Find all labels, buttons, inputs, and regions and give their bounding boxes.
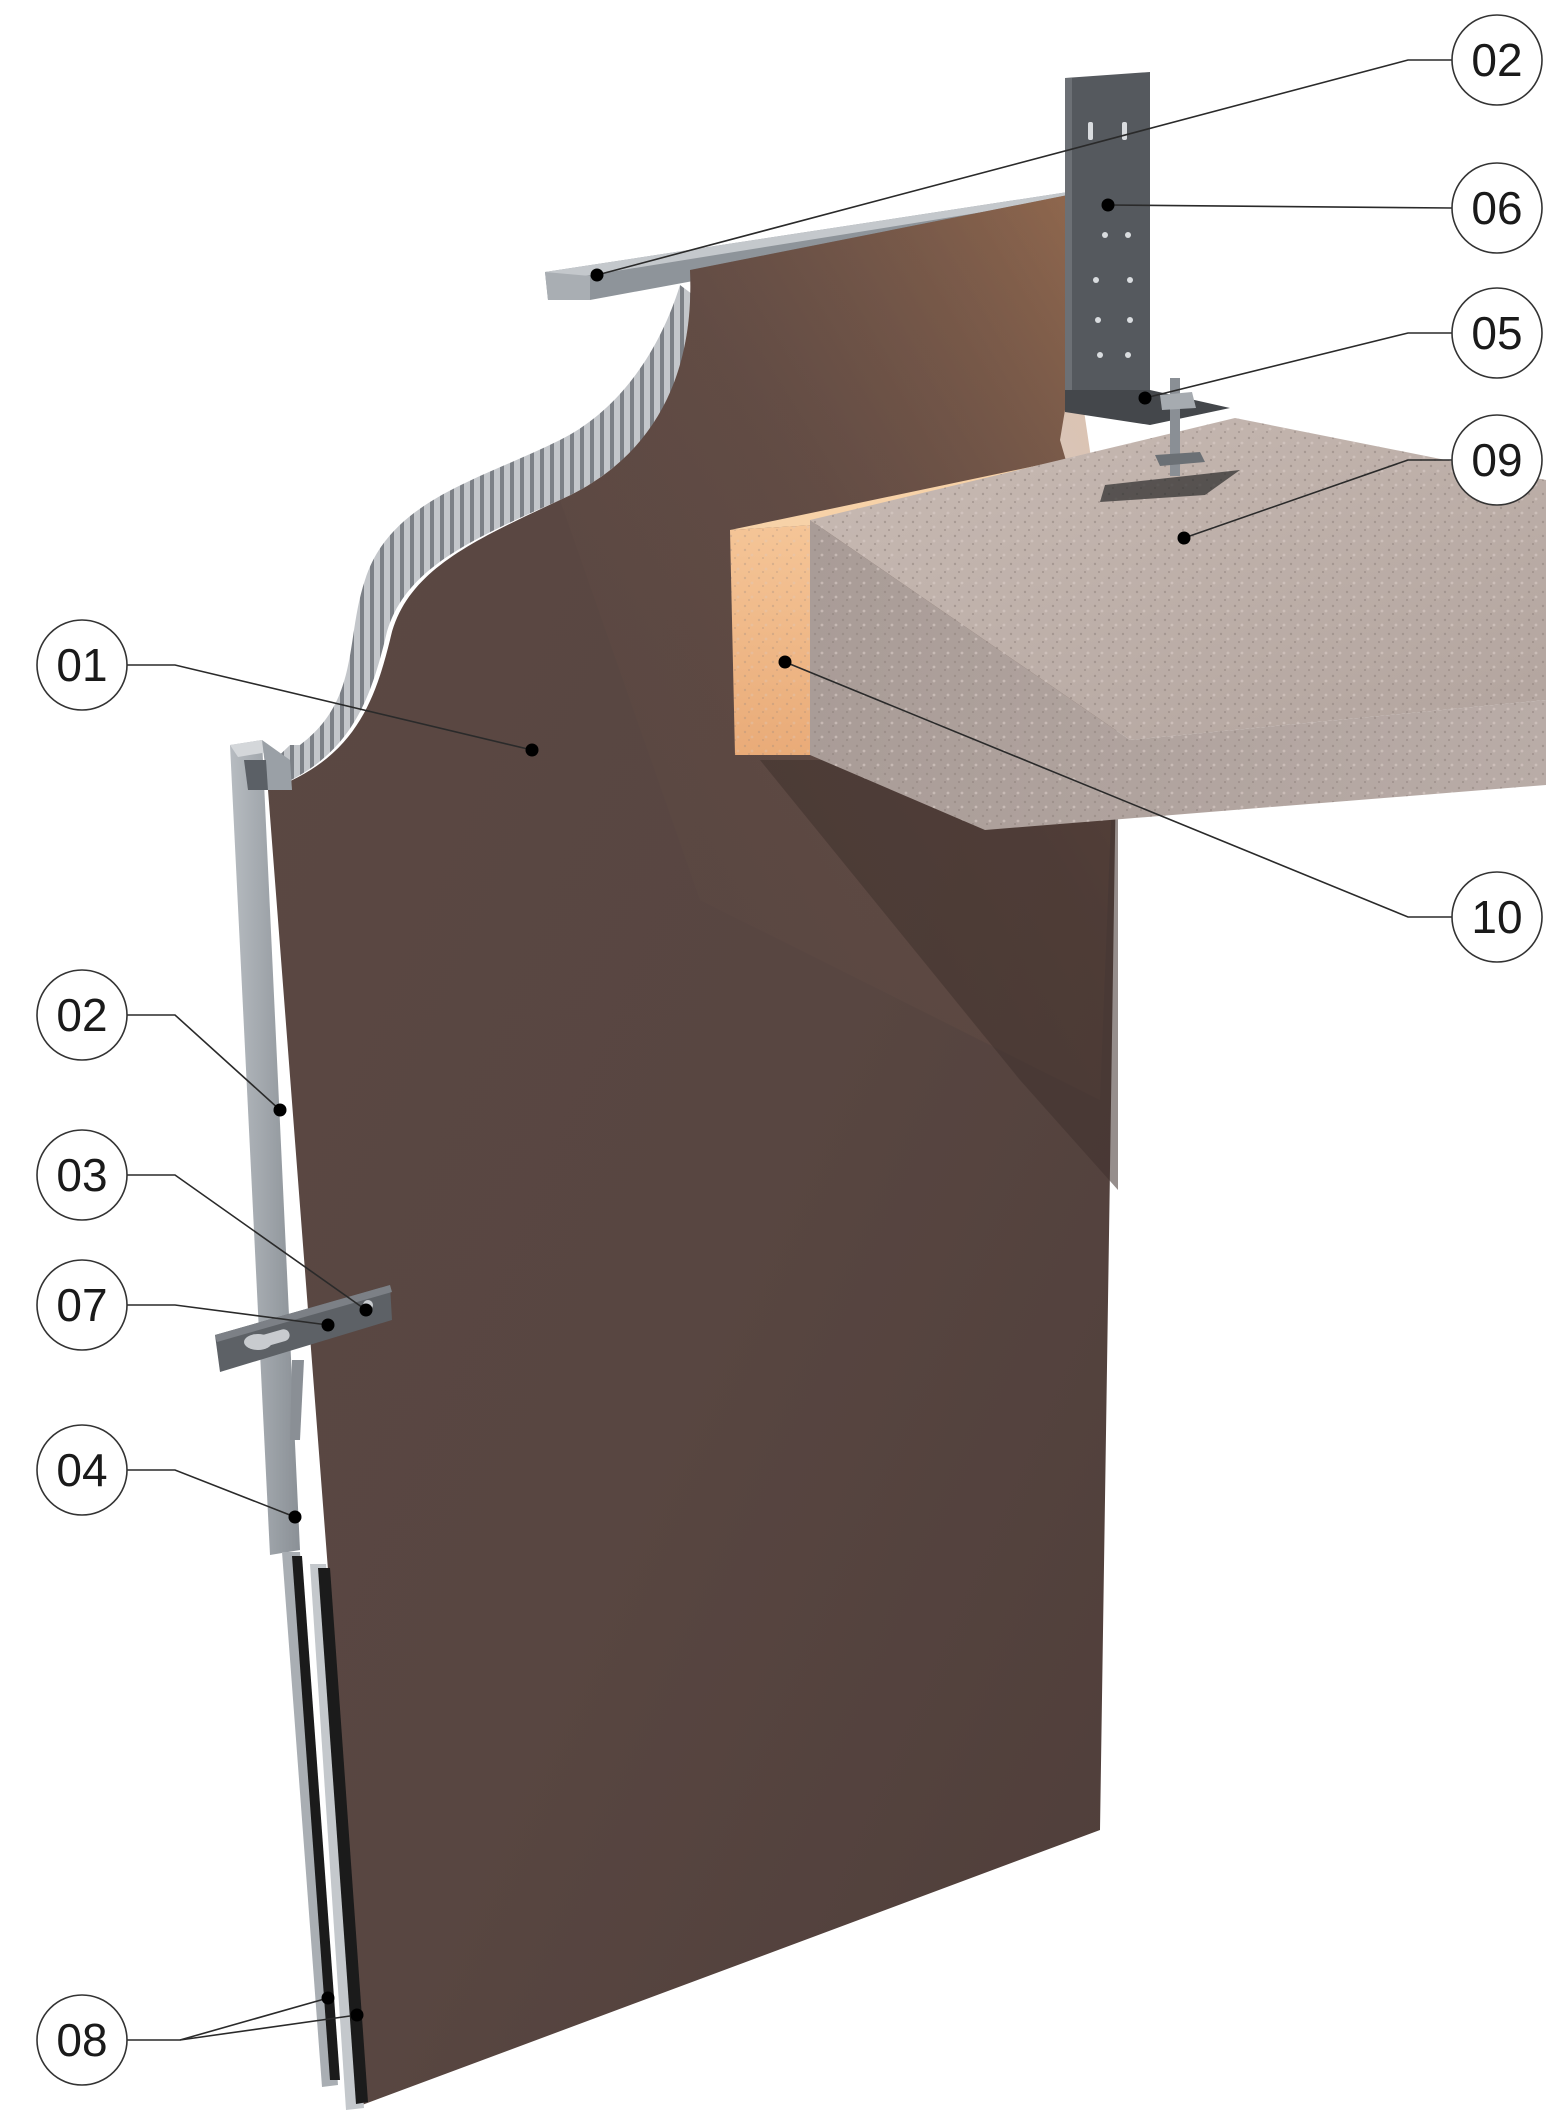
honeycomb-core-edge	[262, 285, 700, 790]
callout-target-dot	[321, 1991, 335, 2005]
callout-label: 03	[56, 1149, 107, 1201]
callout-target-dot	[350, 2008, 364, 2022]
callout-target-dot	[778, 655, 792, 669]
callout-leader-line	[127, 1014, 281, 1111]
callout-circle	[36, 1129, 128, 1221]
callout-circle	[1451, 162, 1543, 254]
callout-target-dot	[359, 1303, 373, 1317]
callout-layer: 02 06 05 09 01 10 02 03 07 04 08	[36, 14, 1543, 2086]
structure-illustration	[215, 72, 1546, 2110]
callout-leader-line	[1183, 459, 1452, 539]
callout-target-dot	[288, 1510, 302, 1524]
callout-label: 08	[56, 2014, 107, 2066]
callout-leader-line	[127, 1304, 329, 1326]
callout-circle	[1451, 414, 1543, 506]
callout-09: 09	[1177, 414, 1543, 545]
panel-cast-shadow	[760, 760, 1118, 1190]
callout-leader-line	[1107, 204, 1453, 209]
callout-label: 02	[1471, 34, 1522, 86]
callout-label: 09	[1471, 434, 1522, 486]
callout-label: 02	[56, 989, 107, 1041]
callout-target-dot	[321, 1318, 335, 1332]
callout-01: 01	[36, 619, 539, 757]
callout-circle	[1451, 14, 1543, 106]
callout-label: 06	[1471, 182, 1522, 234]
callout-circle	[36, 619, 128, 711]
callout-target-dot	[1138, 391, 1152, 405]
callout-label: 07	[56, 1279, 107, 1331]
callout-label: 01	[56, 639, 107, 691]
callout-circle	[36, 969, 128, 1061]
callout-target-dot	[273, 1103, 287, 1117]
callout-leader-line	[127, 664, 533, 751]
callout-label: 05	[1471, 307, 1522, 359]
masonry-block	[810, 418, 1546, 830]
callout-03: 03	[36, 1129, 373, 1317]
callout-circle	[36, 1259, 128, 1351]
fixing-clip	[215, 1285, 392, 1440]
callout-target-dot	[1177, 531, 1191, 545]
callout-10: 10	[778, 655, 1543, 963]
callout-circle	[36, 1994, 128, 2086]
callout-leader-line	[179, 2014, 358, 2041]
wall-bracket	[1065, 72, 1230, 476]
callout-06: 06	[1101, 162, 1543, 254]
callout-target-dot	[590, 268, 604, 282]
callout-leader-line	[784, 661, 1452, 918]
callout-leader-line	[127, 1469, 296, 1518]
top-horizontal-profile	[545, 192, 1070, 300]
callout-02-left: 02	[36, 969, 287, 1117]
callout-target-dot	[1101, 198, 1115, 212]
callout-leader-line	[596, 59, 1452, 276]
callout-circle	[36, 1424, 128, 1516]
callout-circle	[1451, 871, 1543, 963]
callout-leader-line	[127, 1174, 367, 1311]
anchor-bolt	[1155, 378, 1205, 476]
callout-label: 10	[1471, 891, 1522, 943]
callout-07: 07	[36, 1259, 335, 1351]
callout-target-dot	[525, 743, 539, 757]
callout-05: 05	[1138, 287, 1543, 405]
callout-leader-line	[1144, 332, 1452, 399]
callout-04: 04	[36, 1424, 302, 1524]
callout-label: 04	[56, 1444, 107, 1496]
callout-02-top: 02	[590, 14, 1543, 282]
callout-08: 08	[36, 1991, 364, 2086]
lower-vertical-profile	[282, 1552, 368, 2110]
callout-circle	[1451, 287, 1543, 379]
